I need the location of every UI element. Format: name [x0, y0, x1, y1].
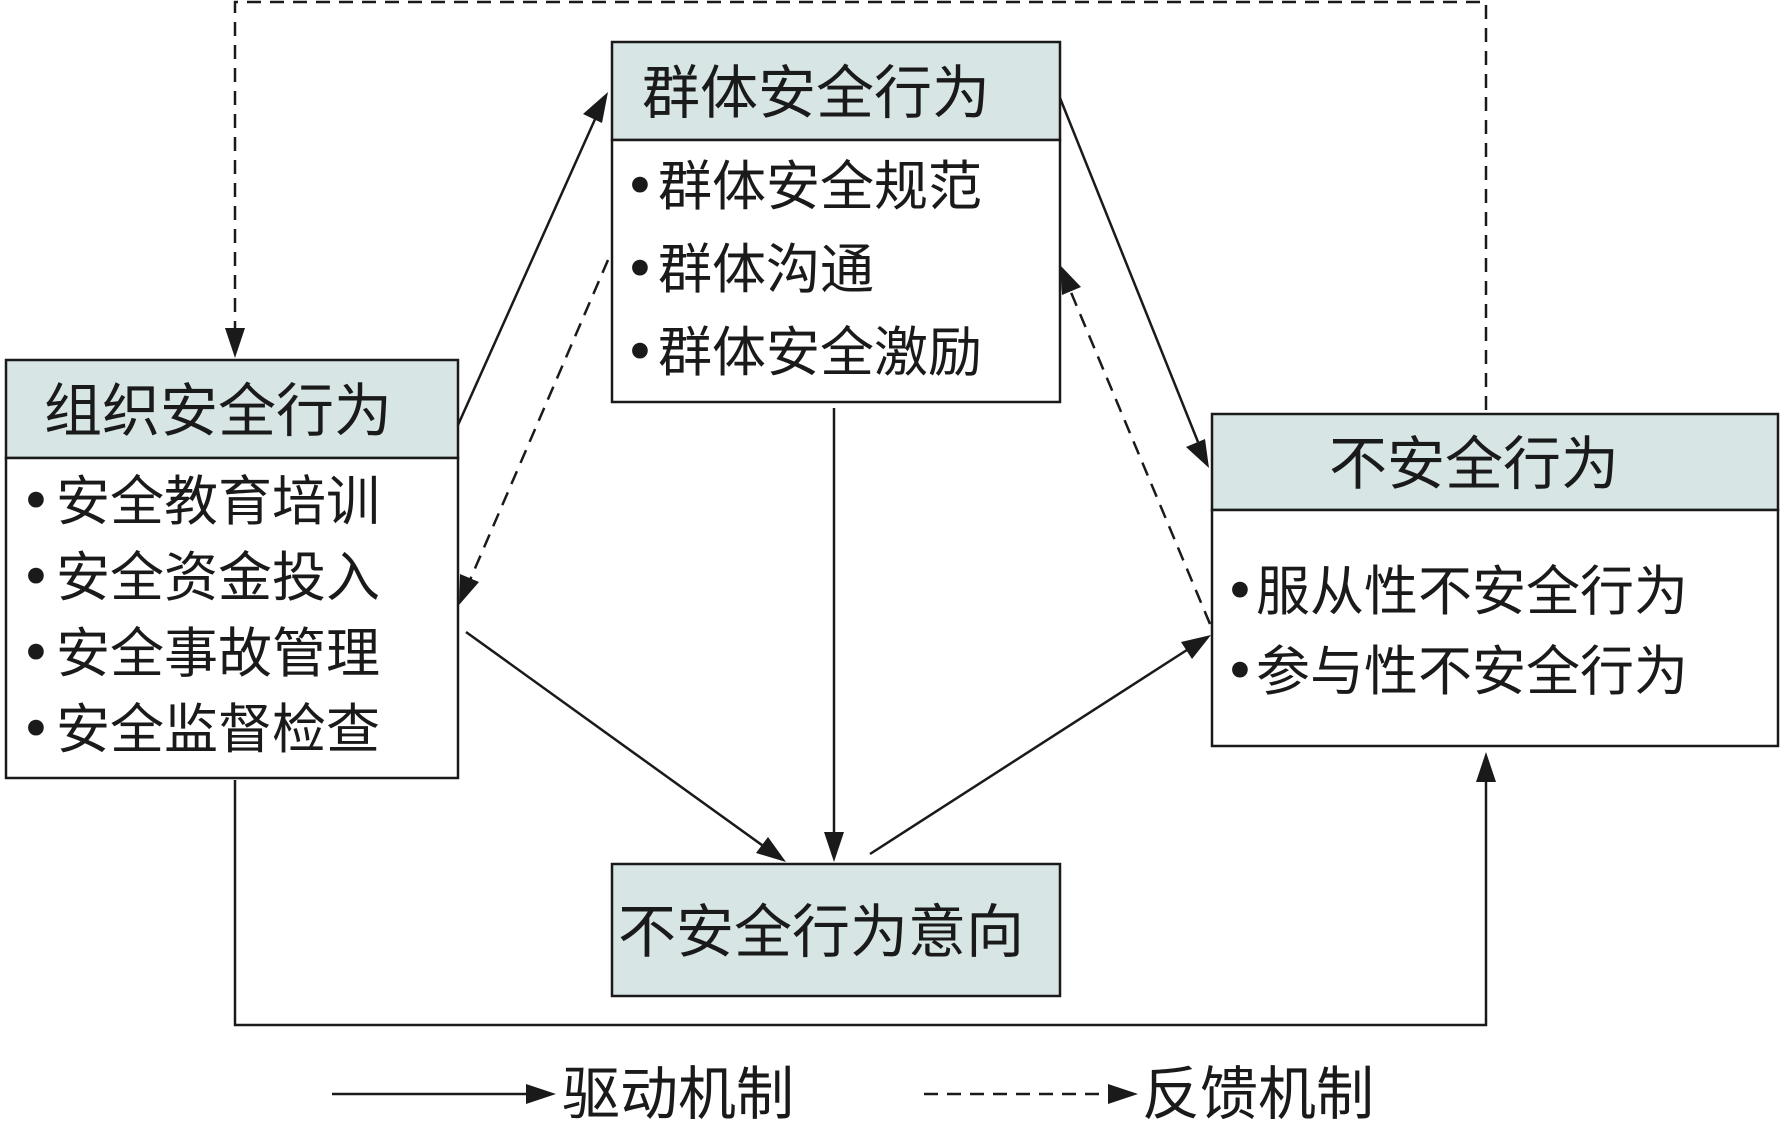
bullet: •	[624, 238, 656, 301]
bullet: •	[1224, 560, 1256, 623]
unsafe-intent-title: 不安全行为意向	[618, 898, 1024, 966]
unsafe-intent-box: 不安全行为意向	[610, 862, 1062, 998]
unsafe-item-2: 参与性不安全行为	[1256, 640, 1688, 703]
group-safety-title: 群体安全行为	[642, 59, 990, 127]
drive-org-to-intent	[465, 630, 767, 850]
connectors	[225, 0, 1496, 1027]
bullet: •	[624, 155, 656, 218]
bullet: •	[20, 622, 52, 685]
legend: 驱动机制 反馈机制	[332, 1060, 1374, 1127]
feedback-top-loop	[233, 0, 1488, 410]
org-item-4: 安全监督检查	[56, 698, 380, 761]
group-item-2: 群体沟通	[658, 238, 874, 301]
legend-drive-label: 驱动机制	[562, 1060, 794, 1127]
drive-intent-to-unsafe-arrowhead	[1181, 635, 1211, 659]
drive-bottom-loop	[233, 775, 1488, 1027]
feedback-group-to-org-arrowhead	[459, 574, 479, 605]
legend-feedback-arrowhead	[1108, 1084, 1138, 1104]
unsafe-behavior-body	[1210, 508, 1780, 748]
bullet: •	[1224, 640, 1256, 703]
unsafe-behavior-header	[1210, 412, 1780, 512]
bullet: •	[20, 546, 52, 609]
unsafe-intent-header	[610, 862, 1062, 998]
org-safety-body	[4, 456, 460, 780]
group-item-3: 群体安全激励	[658, 321, 982, 384]
legend-drive-arrowhead	[526, 1084, 556, 1104]
org-item-2: 安全资金投入	[56, 546, 380, 609]
group-safety-body	[610, 138, 1062, 404]
feedback-unsafe-to-group	[1068, 289, 1212, 625]
drive-intent-to-unsafe	[869, 646, 1191, 856]
unsafe-behavior-box: 不安全行为 • 服从性不安全行为 • 参与性不安全行为	[1210, 412, 1780, 748]
drive-group-to-unsafe-arrowhead	[1186, 439, 1209, 468]
bullet: •	[20, 698, 52, 761]
drive-org-to-group	[456, 116, 598, 426]
group-item-1: 群体安全规范	[658, 155, 982, 218]
unsafe-item-1: 服从性不安全行为	[1256, 560, 1688, 623]
feedback-top-loop-arrowhead	[225, 328, 245, 358]
org-item-3: 安全事故管理	[56, 622, 380, 685]
group-safety-header	[610, 40, 1062, 142]
bullet: •	[20, 470, 52, 533]
legend-feedback-label: 反馈机制	[1142, 1060, 1374, 1127]
drive-bottom-loop-arrowhead	[1476, 752, 1496, 782]
org-safety-header	[4, 358, 460, 460]
drive-group-to-intent-arrowhead	[824, 832, 844, 862]
bullet: •	[624, 321, 656, 384]
org-safety-box: 组织安全行为 • 安全教育培训 • 安全资金投入 • 安全事故管理 • 安全监督…	[4, 358, 460, 780]
unsafe-behavior-title: 不安全行为	[1329, 430, 1619, 498]
drive-group-to-unsafe	[1058, 97, 1200, 443]
group-safety-box: 群体安全行为 • 群体安全规范 • 群体沟通 • 群体安全激励	[610, 40, 1062, 404]
drive-org-to-group-arrowhead	[583, 92, 608, 123]
drive-org-to-intent-arrowhead	[756, 837, 786, 862]
org-item-1: 安全教育培训	[56, 470, 380, 533]
org-safety-title: 组织安全行为	[44, 377, 392, 445]
feedback-unsafe-to-group-arrowhead	[1060, 265, 1081, 295]
feedback-group-to-org	[468, 259, 610, 581]
